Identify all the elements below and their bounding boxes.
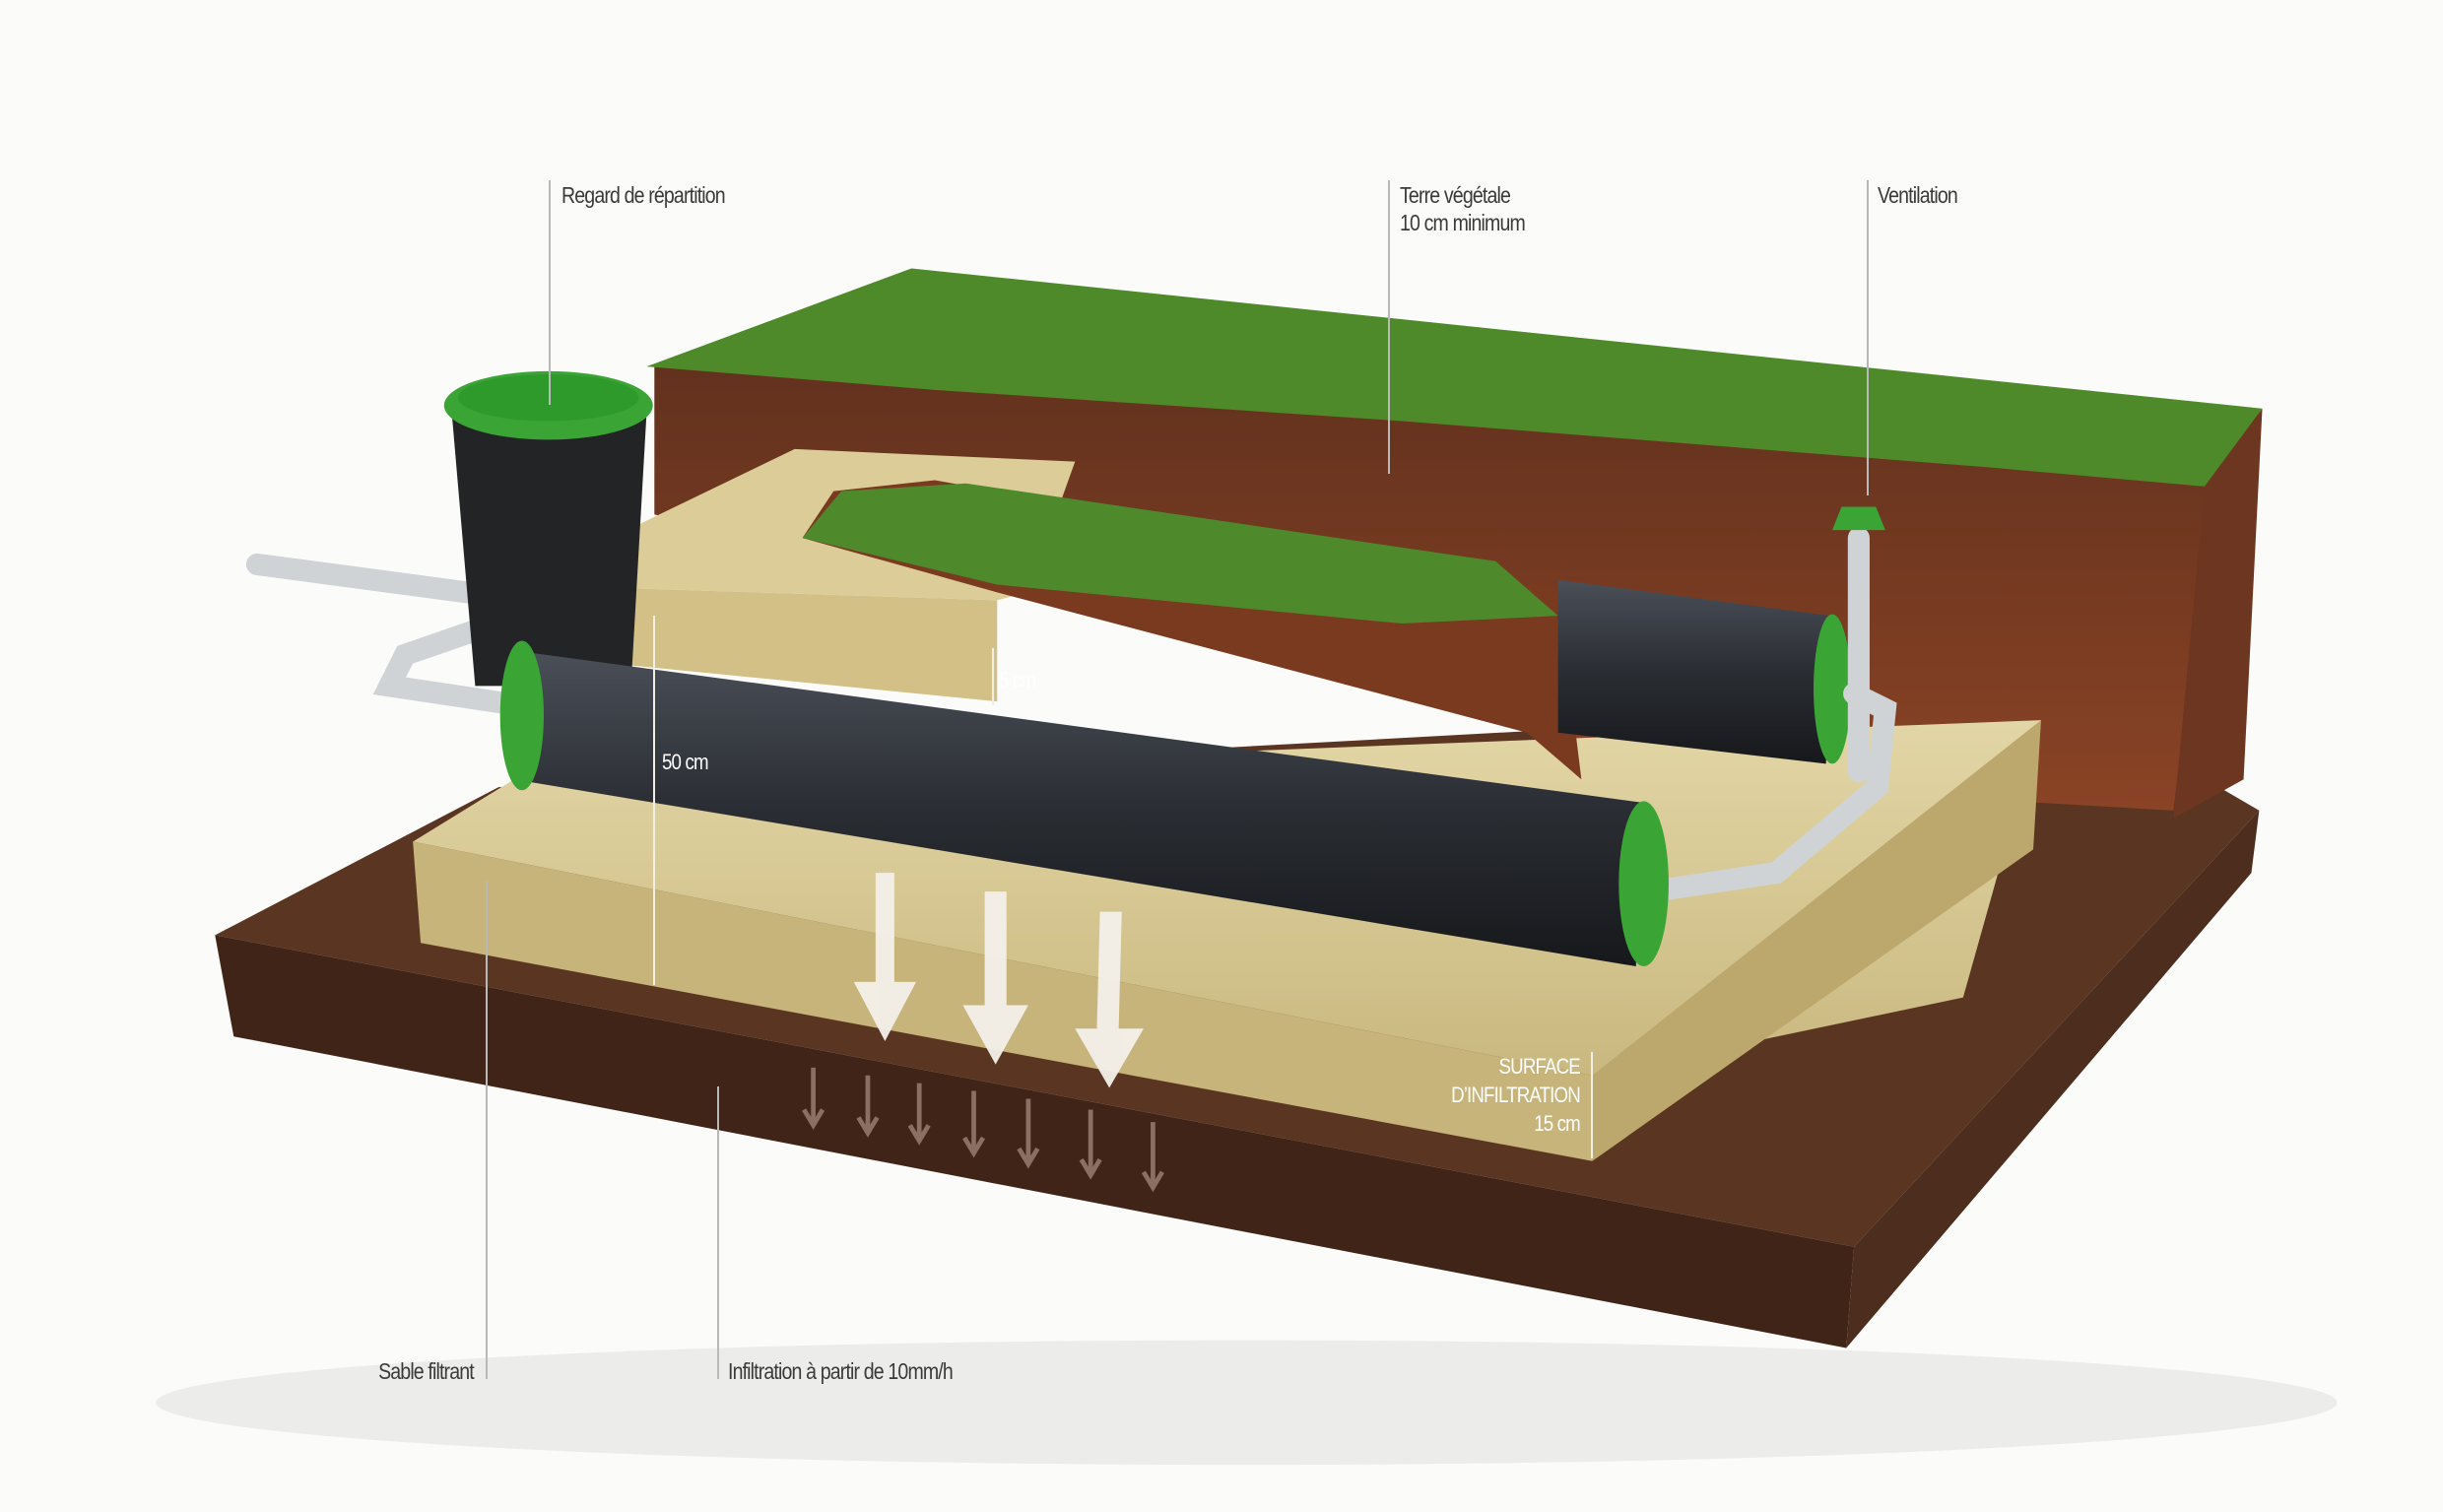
label-terre-line1: Terre végétale <box>1400 182 1511 208</box>
distribution-box <box>443 370 653 687</box>
label-surface-line1: SURFACE <box>1498 1054 1581 1079</box>
infiltration-leader-line <box>717 1086 719 1379</box>
soil-infiltration-arrows <box>802 1067 1164 1193</box>
label-terre-line2: 10 cm minimum <box>1400 210 1526 235</box>
middle-soil-strip <box>802 480 1582 780</box>
regard-leader-line <box>549 180 551 405</box>
terre-leader-line <box>1388 180 1390 474</box>
dim-50cm-line <box>653 616 655 985</box>
ventilation-cap <box>1832 506 1885 531</box>
pipe-network <box>245 527 1897 903</box>
sable-leader-line <box>486 882 488 1379</box>
label-regard: Regard de répartition <box>561 182 726 208</box>
grass-surface <box>646 268 2263 487</box>
dim-15cm-line <box>1591 1052 1593 1158</box>
label-5cm: 5 cm <box>999 668 1036 692</box>
label-50cm: 50 cm <box>662 750 709 774</box>
ventilation-leader-line <box>1867 180 1869 495</box>
label-infiltration: Infiltration à partir de 10mm/h <box>728 1358 954 1384</box>
dim-5cm-line <box>992 648 994 705</box>
ground-shadow <box>156 1340 2338 1466</box>
label-surface-line3: 15 cm <box>1534 1111 1581 1136</box>
label-ventilation: Ventilation <box>1878 182 1958 208</box>
infiltration-arrows <box>853 873 1144 1088</box>
label-sable: Sable filtrant <box>378 1358 475 1384</box>
back-drain-tube <box>1557 579 1851 764</box>
front-drain-tube <box>499 640 1669 967</box>
label-surface-line2: D’INFILTRATION <box>1451 1083 1581 1107</box>
